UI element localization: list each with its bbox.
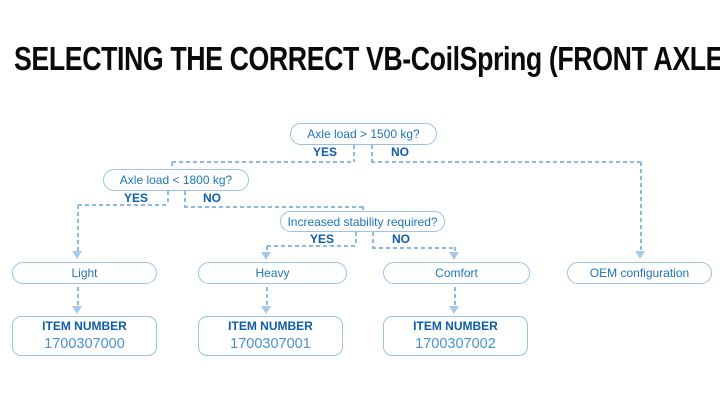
option-comfort: Comfort bbox=[383, 262, 530, 284]
yes-label: YES bbox=[123, 191, 148, 205]
page-title: SELECTING THE CORRECT VB-CoilSpring (FRO… bbox=[14, 40, 720, 77]
connector-line bbox=[171, 162, 173, 170]
yes-label: YES bbox=[312, 145, 337, 159]
item-number-value: 1700307002 bbox=[415, 336, 496, 353]
decision-label: Increased stability required? bbox=[287, 214, 438, 229]
connector-line bbox=[267, 245, 356, 247]
item-number-box-light: ITEM NUMBER 1700307000 bbox=[12, 316, 157, 356]
arrow-down-icon bbox=[72, 306, 82, 314]
item-number-heading: ITEM NUMBER bbox=[228, 319, 313, 334]
item-number-box-heavy: ITEM NUMBER 1700307001 bbox=[198, 316, 343, 356]
item-number-heading: ITEM NUMBER bbox=[42, 319, 127, 334]
connector-line bbox=[77, 287, 79, 307]
connector-line bbox=[266, 246, 268, 252]
arrow-down-icon bbox=[635, 251, 645, 259]
decision-axle-load-1500: Axle load > 1500 kg? bbox=[290, 123, 437, 145]
connector-line bbox=[371, 161, 641, 163]
connector-line bbox=[78, 204, 168, 206]
connector-line bbox=[640, 162, 642, 251]
connector-line bbox=[454, 247, 456, 252]
item-number-heading: ITEM NUMBER bbox=[413, 319, 498, 334]
option-label: OEM configuration bbox=[589, 266, 690, 280]
connector-line bbox=[184, 206, 364, 208]
option-label: Light bbox=[71, 266, 98, 280]
connector-line bbox=[371, 145, 373, 162]
connector-line bbox=[353, 145, 355, 162]
decision-axle-load-1800: Axle load < 1800 kg? bbox=[103, 169, 249, 191]
decision-increased-stability: Increased stability required? bbox=[280, 211, 445, 232]
connector-line bbox=[167, 191, 169, 205]
connector-line bbox=[172, 161, 353, 163]
yes-label: YES bbox=[309, 232, 334, 246]
arrow-down-icon bbox=[449, 252, 459, 260]
arrow-down-icon bbox=[72, 251, 82, 259]
option-heavy: Heavy bbox=[198, 262, 347, 284]
item-number-value: 1700307001 bbox=[230, 336, 311, 353]
option-label: Heavy bbox=[255, 266, 290, 280]
connector-line bbox=[355, 232, 357, 246]
connector-line bbox=[372, 232, 374, 247]
decision-label: Axle load < 1800 kg? bbox=[119, 173, 233, 187]
no-label: NO bbox=[392, 232, 410, 246]
item-number-value: 1700307000 bbox=[44, 336, 125, 353]
connector-line bbox=[266, 287, 268, 307]
arrow-down-icon bbox=[261, 252, 271, 260]
option-light: Light bbox=[12, 262, 157, 284]
connector-line bbox=[77, 205, 79, 251]
decision-label: Axle load > 1500 kg? bbox=[307, 127, 420, 141]
no-label: NO bbox=[391, 145, 409, 159]
arrow-down-icon bbox=[261, 306, 271, 314]
arrow-down-icon bbox=[449, 306, 459, 314]
option-label: Comfort bbox=[435, 266, 478, 280]
connector-line bbox=[362, 206, 364, 211]
option-oem-configuration: OEM configuration bbox=[567, 262, 712, 284]
no-label: NO bbox=[203, 191, 221, 205]
item-number-box-comfort: ITEM NUMBER 1700307002 bbox=[383, 316, 528, 356]
connector-line bbox=[184, 191, 186, 207]
connector-line bbox=[454, 287, 456, 307]
connector-line bbox=[372, 247, 456, 249]
